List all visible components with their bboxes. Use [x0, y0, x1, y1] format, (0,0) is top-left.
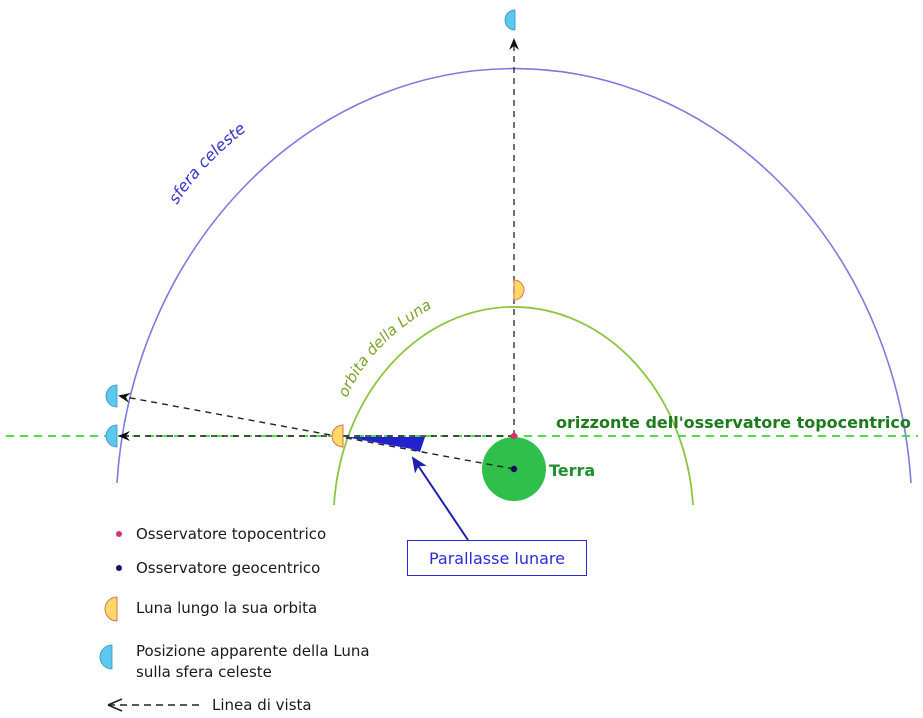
moon-sphere-half-icon — [99, 644, 113, 670]
legend: Osservatore topocentrico Osservatore geo… — [99, 525, 370, 714]
legend-item-moon-sphere: Posizione apparente della Luna — [136, 642, 370, 660]
horizon-label: orizzonte dell'osservatore topocentrico — [556, 413, 911, 432]
line-of-sight-arrow-icon — [107, 698, 200, 712]
moon-sphere-left-lower — [105, 424, 118, 448]
topocentric-dot-icon — [116, 531, 122, 537]
parallax-label: Parallasse lunare — [428, 548, 565, 568]
legend-item-moon-sphere-line2: sulla sfera celeste — [136, 663, 272, 681]
geocentric-dot-icon — [116, 565, 122, 571]
moon-sphere-top — [504, 9, 516, 31]
topocentric-observer-dot — [510, 432, 518, 440]
moon-sphere-left-upper — [105, 384, 118, 408]
legend-item-geocentric: Osservatore geocentrico — [136, 559, 320, 577]
legend-item-moon-orbit: Luna lungo la sua orbita — [136, 599, 317, 617]
moon-orbit-left — [331, 424, 344, 448]
legend-item-line-of-sight: Linea di vista — [212, 696, 312, 714]
parallax-pointer-arrow — [411, 456, 469, 541]
geocentric-sight-line — [118, 392, 515, 470]
geocentric-observer-dot — [510, 465, 518, 473]
moon-orbit-label: orbita della Luna — [334, 296, 434, 400]
legend-item-topocentric: Osservatore topocentrico — [136, 525, 326, 543]
moon-orbit-half-icon — [104, 596, 118, 622]
parallax-wedge — [345, 437, 425, 452]
moon-orbit-top — [513, 279, 525, 301]
parallax-label-box: Parallasse lunare — [407, 540, 587, 576]
moon-orbit-arc — [333, 306, 694, 506]
earth-label: Terra — [549, 461, 595, 480]
